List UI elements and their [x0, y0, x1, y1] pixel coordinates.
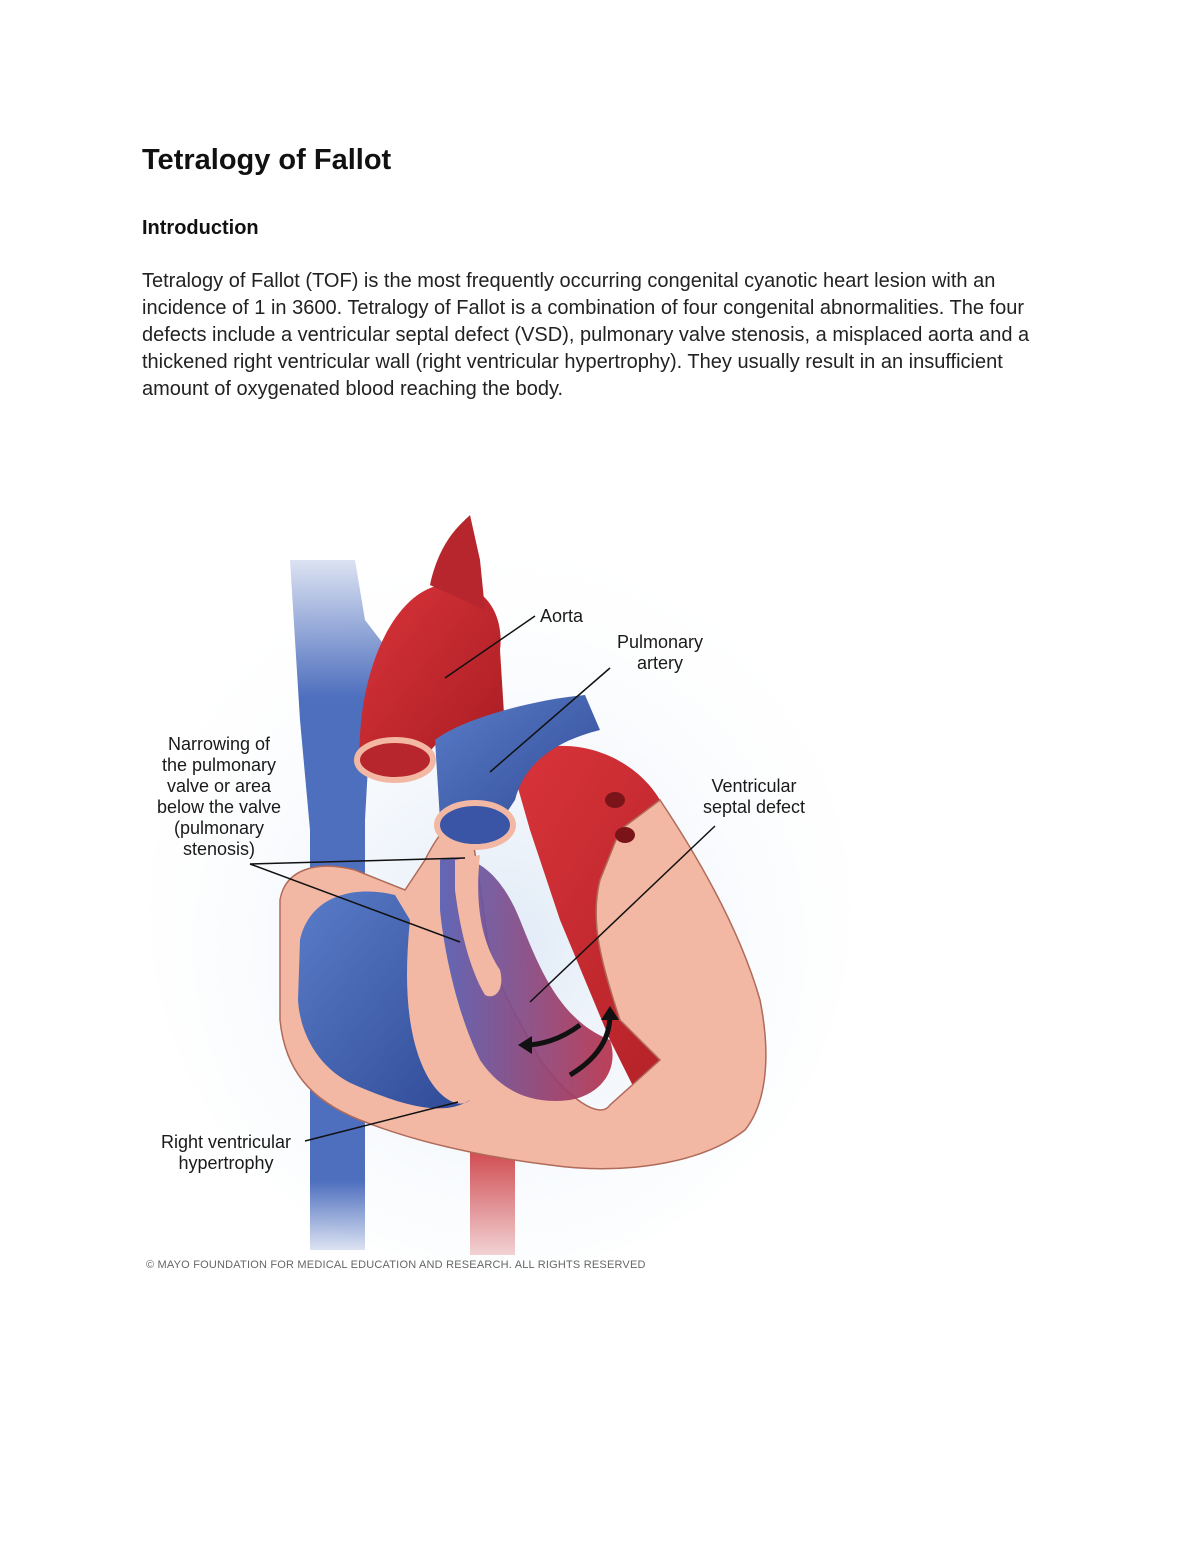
leader-line-pulmonary-artery: [489, 667, 611, 773]
leader-line-vsd: [529, 825, 716, 1003]
label-aorta: Aorta: [540, 606, 584, 626]
intro-paragraph: Tetralogy of Fallot (TOF) is the most fr…: [142, 270, 1030, 400]
aortic-opening: [354, 737, 436, 783]
pulmonary-vein-opening-2: [615, 827, 635, 843]
aortic-arch-top: [430, 515, 485, 610]
vsd-arrow-right-icon: [568, 1014, 613, 1078]
figure-copyright: © MAYO FOUNDATION FOR MEDICAL EDUCATION …: [146, 1259, 646, 1271]
pulmonary-artery: [435, 695, 600, 830]
heart-illustration: Aorta Pulmonary artery Narrowing of the …: [140, 500, 860, 1280]
leader-line-stenosis-1: [249, 857, 466, 865]
mixing-region: [440, 857, 613, 1101]
label-pulmonary-artery: Pulmonary artery: [616, 632, 704, 673]
page-title: Tetralogy of Fallot: [142, 144, 392, 176]
leader-line-aorta: [444, 615, 536, 679]
section-heading-introduction: Introduction: [142, 217, 259, 239]
heart-diagram: [150, 515, 850, 1270]
leader-line-stenosis-2: [249, 863, 461, 943]
leader-line-rvh: [304, 1101, 459, 1142]
pulmonary-vein-opening-1: [605, 792, 625, 808]
vsd-arrowhead-right-icon: [601, 1006, 619, 1020]
label-right-ventricular-hypertrophy: Right ventricular hypertrophy: [160, 1132, 292, 1173]
pulmonary-artery-opening: [434, 800, 516, 850]
label-pulmonary-stenosis: Narrowing of the pulmonary valve or area…: [156, 734, 282, 859]
right-ventricle: [298, 891, 470, 1109]
vsd-arrowhead-left-icon: [518, 1036, 532, 1054]
pulmonary-stenosis-region: [455, 855, 502, 997]
label-ventricular-septal-defect: Ventricular septal defect: [702, 776, 806, 817]
